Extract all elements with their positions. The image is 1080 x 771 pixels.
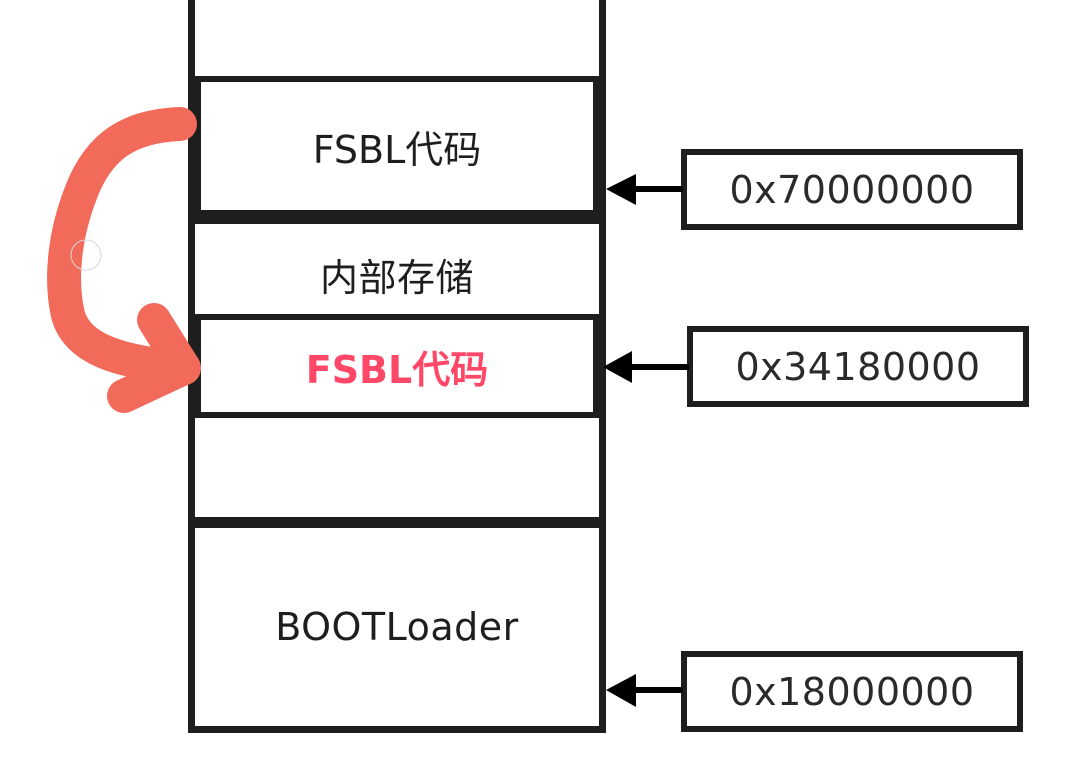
copy-arrow: [47, 107, 201, 413]
column-right-edge: [599, 0, 606, 733]
address-box-0x70000000: 0x70000000: [681, 149, 1023, 230]
internal-storage-label: 内部存储: [319, 255, 474, 300]
pointer-arrow-0x70000000: [606, 174, 683, 205]
address-label: 0x70000000: [729, 167, 975, 212]
address-box-0x18000000: 0x18000000: [681, 651, 1023, 732]
pointer-arrow-0x18000000: [606, 674, 683, 707]
cursor-marker-icon: [70, 239, 102, 271]
memory-block-top-empty: [195, 0, 599, 76]
address-label: 0x18000000: [729, 669, 975, 714]
memory-block-gap-empty: [195, 418, 599, 517]
pointer-arrow-0x34180000: [603, 351, 689, 383]
memory-block-bootloader: BOOTLoader: [195, 528, 599, 726]
divider: [188, 517, 606, 528]
address-box-0x34180000: 0x34180000: [687, 326, 1029, 407]
column-bottom-edge: [188, 726, 606, 733]
bootloader-label: BOOTLoader: [275, 605, 519, 649]
memory-block-internal-storage: 内部存储: [195, 234, 599, 314]
memory-map-column: FSBL代码 内部存储 FSBL代码 BOOTLoader: [188, 0, 606, 733]
divider: [188, 314, 606, 320]
memory-block-fsbl-target: FSBL代码: [195, 320, 599, 418]
fsbl-source-label: FSBL代码: [312, 127, 482, 172]
memory-block-fsbl-source: FSBL代码: [195, 82, 599, 224]
address-label: 0x34180000: [735, 344, 981, 389]
fsbl-target-label: FSBL代码: [305, 347, 489, 392]
divider: [188, 76, 606, 82]
